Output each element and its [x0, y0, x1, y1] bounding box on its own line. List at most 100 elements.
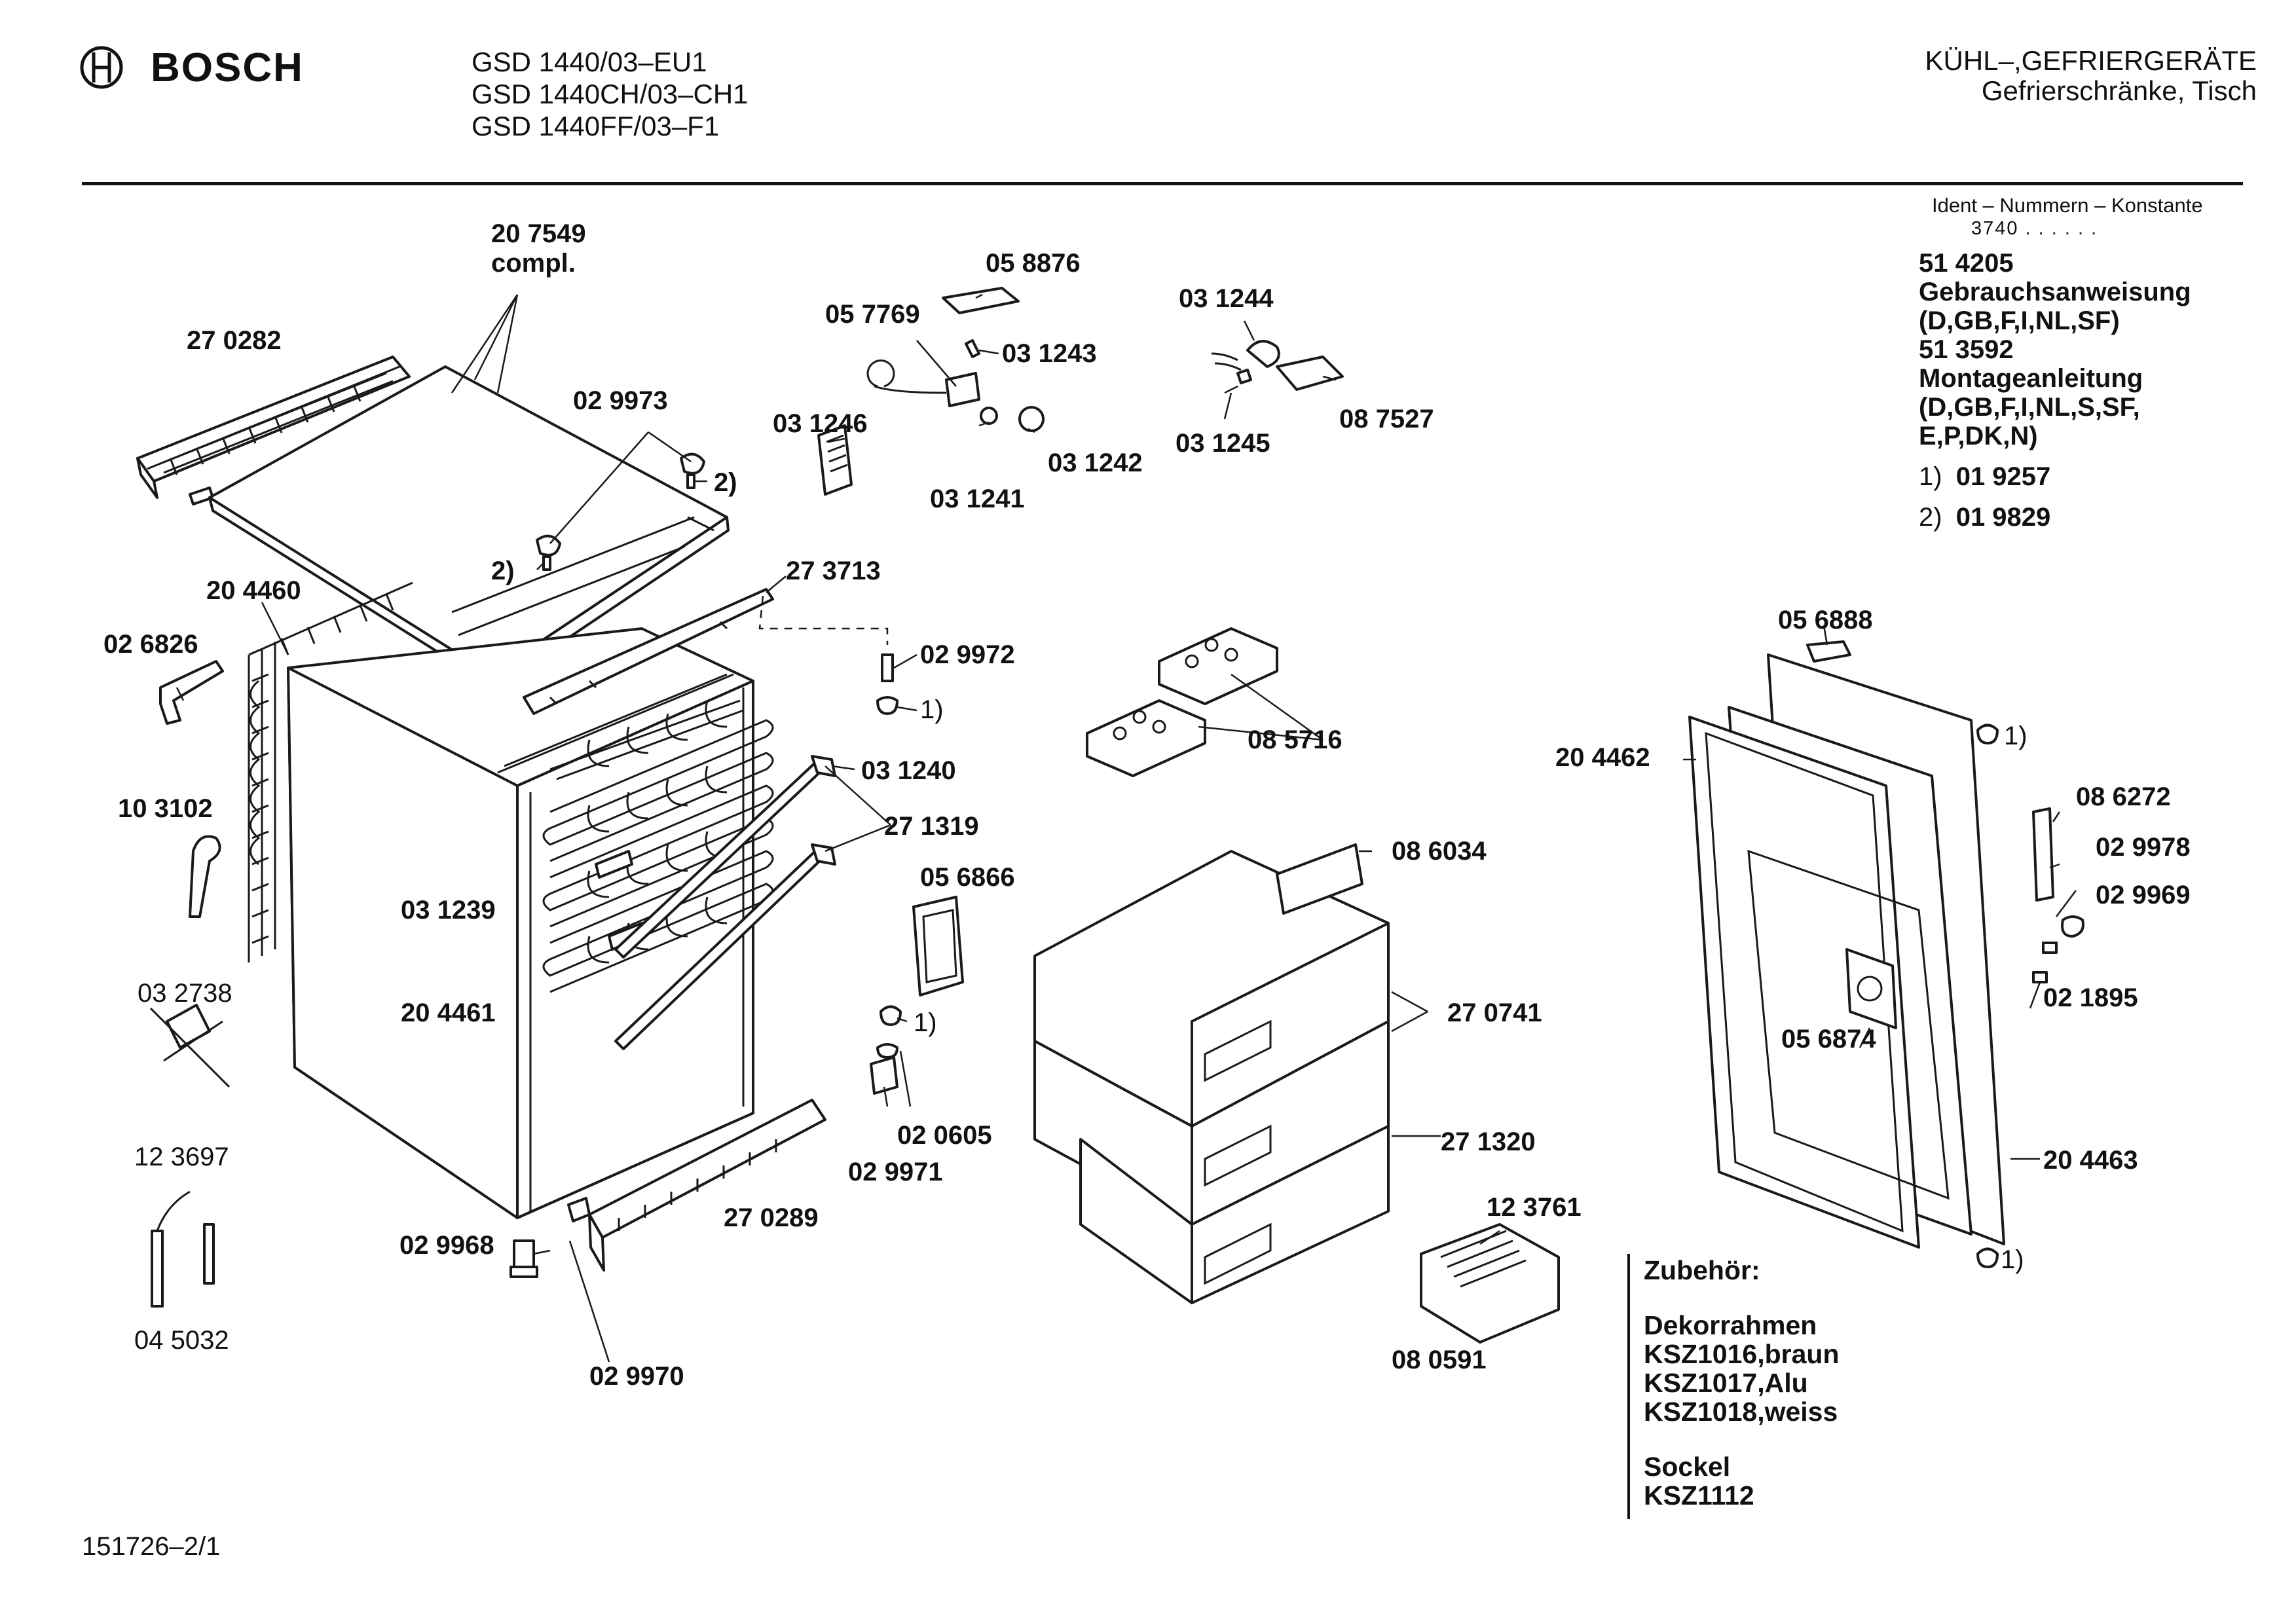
bosch-armature-logo-icon [80, 46, 123, 89]
part-label: 05 6874 [1781, 1025, 1876, 1053]
model-1: GSD 1440/03–EU1 [472, 46, 707, 77]
part-label: 20 4463 [2043, 1146, 2138, 1175]
part-label: 03 1242 [1048, 449, 1143, 477]
part-label: 20 4461 [401, 998, 496, 1027]
part-label: 04 5032 [134, 1326, 229, 1355]
part-label: 02 6826 [103, 630, 198, 659]
part-label: 05 8876 [986, 249, 1081, 278]
footnote-1-mark: 1) [1919, 462, 1942, 491]
part-label: 1) [914, 1008, 937, 1037]
part-label: 27 3713 [786, 557, 881, 585]
freezer-cabinet [287, 627, 754, 1219]
model-2: GSD 1440CH/03–CH1 [472, 79, 749, 109]
footnote-2-value: 01 9829 [1955, 503, 2051, 532]
leader-lines [176, 293, 2077, 1363]
part-label: 03 1246 [773, 409, 868, 438]
part-label: 2) [714, 468, 737, 497]
accessories-block: Zubehör: Dekorrahmen KSZ1016,braun KSZ10… [1644, 1256, 1840, 1510]
part-label: 02 9969 [2096, 881, 2191, 909]
part-label: 1) [2001, 1245, 2024, 1274]
ident-value: 3740 . . . . . . [1971, 218, 2098, 239]
bracket-273713 [523, 588, 898, 715]
footnote-1-value: 01 9257 [1955, 462, 2051, 491]
part-label: 02 9972 [920, 640, 1015, 669]
install-languages-1: (D,GB,F,I,NL,S,SF, [1919, 393, 2140, 422]
part-label: 02 9971 [848, 1158, 943, 1186]
category-block: KÜHL–,GEFRIERGERÄTE Gefrierschränke, Tis… [1925, 46, 2257, 106]
cover-plate-056866 [870, 896, 964, 1095]
part-label: 08 6034 [1392, 837, 1487, 866]
freezer-drawers [1033, 843, 1390, 1304]
accessories-divider [1627, 1254, 1630, 1519]
part-label: 05 6866 [920, 863, 1015, 892]
part-label: 10 3102 [118, 794, 213, 823]
part-label: 05 6888 [1778, 606, 1873, 634]
part-label: 03 1239 [401, 896, 496, 925]
documentation-block: 51 4205 Gebrauchsanweisung (D,GB,F,I,NL,… [1919, 249, 2191, 532]
category-subtitle: Gefrierschränke, Tisch [1981, 75, 2257, 106]
category-title: KÜHL–,GEFRIERGERÄTE [1925, 45, 2257, 76]
accessories-title: Zubehör: [1644, 1255, 1760, 1285]
manual-number: 51 4205 [1919, 249, 2014, 278]
part-label: 1) [920, 695, 944, 724]
part-label: 02 9970 [589, 1362, 684, 1391]
model-3: GSD 1440FF/03–F1 [472, 111, 720, 141]
part-label: 2) [491, 557, 515, 585]
base-option-1: KSZ1112 [1644, 1480, 1754, 1511]
part-label: 03 2738 [138, 979, 232, 1008]
part-label: 08 6272 [2076, 782, 2171, 811]
brand-block: BOSCH [79, 45, 304, 91]
ice-packs [1086, 627, 1278, 777]
part-label: 03 1244 [1179, 284, 1274, 313]
part-label: 03 1240 [861, 756, 956, 785]
front-grille-bottom [567, 1099, 826, 1272]
lamp-assembly [1211, 340, 1344, 394]
part-label: 03 1245 [1176, 429, 1270, 458]
frame-option-2: KSZ1017,Alu [1644, 1368, 1808, 1398]
footnote-1: 1) 01 9257 [1919, 462, 2191, 491]
part-label: 05 7769 [825, 300, 920, 329]
install-number: 51 3592 [1919, 335, 2014, 364]
freezer-door [1688, 640, 2084, 1268]
part-label: 20 7549 [491, 219, 586, 248]
footnote-2-mark: 2) [1919, 503, 1942, 532]
part-label: 02 9968 [399, 1231, 494, 1260]
part-label: 08 5716 [1248, 725, 1342, 754]
part-label: 02 9978 [2096, 833, 2191, 862]
front-grille-top [136, 356, 411, 505]
ice-cube-tray [1420, 1223, 1560, 1344]
small-parts-left [149, 660, 538, 1308]
part-label: 1) [2004, 722, 2028, 750]
top-cover-plate [208, 365, 730, 689]
drawing-number: 151726–2/1 [82, 1532, 221, 1561]
footnote-2: 2) 01 9829 [1919, 503, 2191, 532]
part-label: 27 1319 [884, 812, 979, 841]
part-label: 03 1241 [930, 485, 1025, 513]
part-label: 20 4462 [1555, 743, 1650, 772]
manual-name: Gebrauchsanweisung [1919, 278, 2191, 306]
part-label: 08 0591 [1392, 1346, 1487, 1374]
install-name: Montageanleitung [1919, 364, 2143, 393]
model-list: GSD 1440/03–EU1 GSD 1440CH/03–CH1 GSD 14… [472, 46, 749, 142]
part-label: 02 9973 [573, 386, 668, 415]
part-label: 12 3697 [134, 1143, 229, 1171]
part-label: 03 1243 [1002, 339, 1097, 368]
frame-option-1: KSZ1016,braun [1644, 1339, 1840, 1369]
part-label: 02 1895 [2043, 983, 2138, 1012]
part-label: 12 3761 [1487, 1193, 1582, 1222]
part-label: 08 7527 [1339, 405, 1434, 433]
part-label: compl. [491, 249, 576, 278]
header-rule [82, 182, 2243, 185]
part-label: 27 0282 [187, 326, 282, 355]
part-label: 02 0605 [897, 1121, 992, 1150]
install-languages-2: E,P,DK,N) [1919, 422, 2038, 450]
part-label: 20 4460 [206, 576, 301, 605]
frame-title: Dekorrahmen [1644, 1310, 1817, 1340]
part-label: 27 0741 [1447, 998, 1542, 1027]
ident-title: Ident – Nummern – Konstante [1932, 194, 2203, 217]
manual-languages: (D,GB,F,I,NL,SF) [1919, 306, 2120, 335]
shelf-rails [614, 755, 836, 1050]
brand-name: BOSCH [151, 45, 304, 90]
frame-option-3: KSZ1018,weiss [1644, 1397, 1838, 1427]
